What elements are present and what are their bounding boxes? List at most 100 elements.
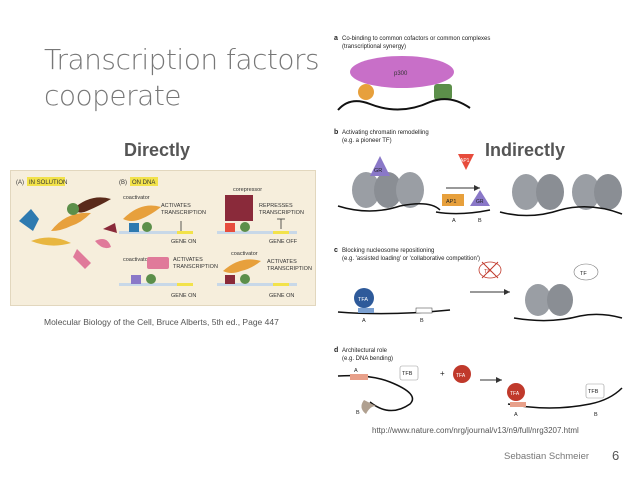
c-tf-free xyxy=(573,263,599,281)
citation-right-url[interactable]: http://www.nature.com/nrg/journal/v13/n9… xyxy=(372,426,579,435)
citation-left: Molecular Biology of the Cell, Bruce Alb… xyxy=(44,317,279,327)
d-plus: + xyxy=(440,369,445,378)
b3-transcription: TRANSCRIPTION xyxy=(173,264,218,270)
b-left-nucleosomes xyxy=(352,172,424,208)
molecule-green xyxy=(67,203,79,215)
b-gr-bound-label: GR xyxy=(476,199,484,205)
b1-tf-blue xyxy=(129,223,139,232)
c-right-dna xyxy=(513,313,623,322)
panel-c-title: Blocking nucleosome repositioning xyxy=(342,248,434,254)
molecule-pink-2 xyxy=(95,239,111,249)
molecule-pink xyxy=(73,249,91,269)
b-mid-dna xyxy=(435,209,491,215)
c-left-dna xyxy=(337,309,451,315)
b3-gene xyxy=(177,283,193,286)
b4-coactivator xyxy=(223,259,261,273)
b2-represses: REPRESSES xyxy=(259,203,293,209)
b4-tf-green xyxy=(240,274,250,284)
b2-dna xyxy=(217,231,297,234)
slide-title-line-1: Transcription factors xyxy=(44,43,320,76)
b-ap1-top xyxy=(458,154,474,170)
b4-transcription: TRANSCRIPTION xyxy=(267,266,312,272)
b3-tf-purple xyxy=(131,275,141,284)
panel-c-subtitle: (e.g. 'assisted loading' or 'collaborati… xyxy=(342,256,480,262)
b2-transcription: TRANSCRIPTION xyxy=(259,210,304,216)
b4-tf-maroon xyxy=(225,275,235,284)
b4-coactivator-label: coactivator xyxy=(231,251,258,257)
molecule-maroon xyxy=(103,223,117,233)
slide-title-line-2: cooperate xyxy=(44,79,182,112)
d-right-dna xyxy=(507,387,623,409)
b1-dna xyxy=(119,231,189,234)
d-tfb-label: TFB xyxy=(402,371,413,377)
d-right-site-b: B xyxy=(594,412,598,418)
b4-gene-on: GENE ON xyxy=(269,293,294,299)
d-right-site-a: A xyxy=(514,412,518,418)
panel-a-highlight xyxy=(27,177,65,186)
author-name: Sebastian Schmeier xyxy=(504,451,590,462)
panel-b-letter: b xyxy=(334,129,338,136)
b2-tf-red xyxy=(225,223,235,232)
b-site-b: B xyxy=(478,218,482,224)
molecule-orange xyxy=(51,212,91,231)
panel-b-title: ON DNA xyxy=(132,180,155,186)
b3-coactivator-label: coactivator xyxy=(123,257,150,263)
a-tf-green xyxy=(434,84,452,100)
a-tf-orange xyxy=(358,84,374,100)
panel-b-subtitle: (e.g. a pioneer TF) xyxy=(342,138,392,144)
b-right-nucleosomes xyxy=(512,174,622,210)
molecule-blue xyxy=(19,209,39,231)
d-site-a-box xyxy=(350,374,368,380)
b3-tf-green xyxy=(146,274,156,284)
b2-gene xyxy=(273,231,289,234)
b4-activates: ACTIVATES xyxy=(267,259,297,265)
d-site-b: B xyxy=(356,410,360,416)
c-block-x xyxy=(481,261,499,279)
d-right-site-a-box xyxy=(510,402,526,407)
b3-gene-on: GENE ON xyxy=(171,293,196,299)
panel-b-title: Activating chromatin remodelling xyxy=(342,130,429,136)
a-dna xyxy=(337,98,471,111)
p300-complex xyxy=(350,56,454,88)
c-nucleosomes xyxy=(525,284,573,316)
c-site-a-box xyxy=(358,308,374,313)
b3-coactivator xyxy=(147,257,169,269)
b1-gene xyxy=(177,231,193,234)
panel-b-highlight xyxy=(130,177,158,186)
d-tfa-circle xyxy=(453,365,471,383)
label-indirectly: Indirectly xyxy=(485,140,566,160)
b4-dna xyxy=(217,283,297,286)
panel-d-subtitle: (e.g. DNA bending) xyxy=(342,356,393,362)
b-site-a: A xyxy=(452,218,456,224)
panel-d-letter: d xyxy=(334,347,338,354)
d-site-a: A xyxy=(354,368,358,374)
c-site-b-box xyxy=(415,307,433,314)
c-tf-free-label: TF xyxy=(580,271,587,277)
b-ap1-box xyxy=(442,194,464,206)
b-gr-label: GR xyxy=(374,168,382,174)
b1-activates: ACTIVATES xyxy=(161,203,191,209)
b2-tf-green xyxy=(240,222,250,232)
right-figure-diagram: a Co-binding to common cofactors or comm… xyxy=(334,35,623,418)
molecule-brown xyxy=(73,197,111,213)
d-left-dna xyxy=(337,374,414,412)
d-bent-protein xyxy=(361,400,376,414)
b1-tf-green xyxy=(142,222,152,232)
b-gr-triangle xyxy=(370,156,390,176)
b3-activates: ACTIVATES xyxy=(173,257,203,263)
d-right-tfb-box xyxy=(585,383,605,399)
panel-d-title: Architectural role xyxy=(342,348,388,354)
right-figure: a Co-binding to common cofactors or comm… xyxy=(330,30,626,420)
b-left-dna xyxy=(337,203,441,212)
b1-gene-on: GENE ON xyxy=(171,239,196,245)
d-tfa-label: TFA xyxy=(456,373,466,379)
slide-number: 6 xyxy=(612,448,620,463)
b1-transcription: TRANSCRIPTION xyxy=(161,210,206,216)
panel-b-label: (B) xyxy=(119,180,127,186)
b4-gene xyxy=(273,283,289,286)
panel-a-title: Co-binding to common cofactors or common… xyxy=(342,36,490,42)
b-gr-bound xyxy=(470,190,490,206)
label-directly: Directly xyxy=(124,140,191,160)
b1-coactivator xyxy=(123,205,161,221)
d-tfa-bound xyxy=(507,383,525,401)
